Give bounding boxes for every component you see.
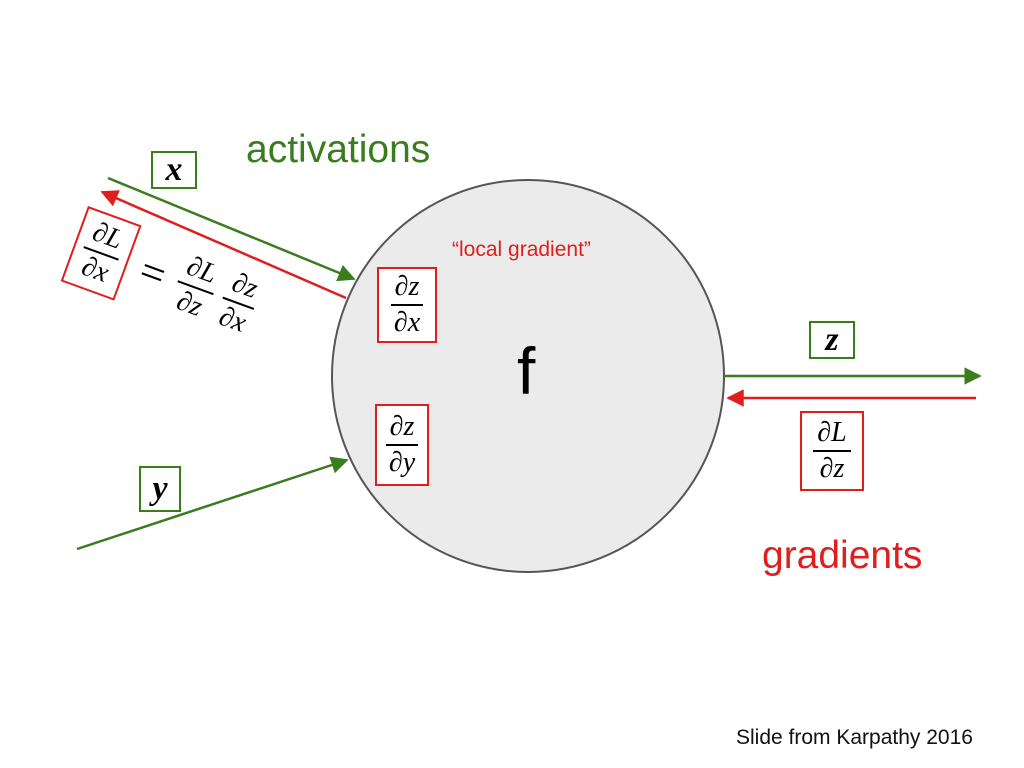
equals-sign: = xyxy=(133,244,174,300)
arrow-y-in xyxy=(76,456,349,551)
activations-label: activations xyxy=(246,128,431,171)
local-gradient-dz-dx: ∂z ∂x xyxy=(377,267,437,343)
input-y-box: y xyxy=(139,466,181,512)
credit-text: Slide from Karpathy 2016 xyxy=(736,726,973,749)
output-z-symbol: z xyxy=(825,321,839,358)
local-gradient-dz-dy: ∂z ∂y xyxy=(375,404,429,486)
fraction-dL-dx: ∂L ∂x xyxy=(73,216,130,290)
input-x-symbol: x xyxy=(165,151,183,188)
fraction-dz-dy: ∂z ∂y xyxy=(385,413,419,477)
input-y-symbol: y xyxy=(152,470,168,507)
node-label: f xyxy=(517,334,536,408)
fraction-dz-dx: ∂z ∂x xyxy=(390,273,424,337)
arrow-x-in xyxy=(107,176,356,282)
upstream-gradient-dL-dz: ∂L ∂z xyxy=(800,411,864,491)
local-gradient-label: “local gradient” xyxy=(452,238,591,261)
output-z-box: z xyxy=(809,321,855,359)
gradients-label: gradients xyxy=(762,534,923,577)
input-x-box: x xyxy=(151,151,197,189)
arrow-grad-x-out xyxy=(100,190,347,300)
fraction-dL-dz: ∂L ∂z xyxy=(813,419,851,483)
